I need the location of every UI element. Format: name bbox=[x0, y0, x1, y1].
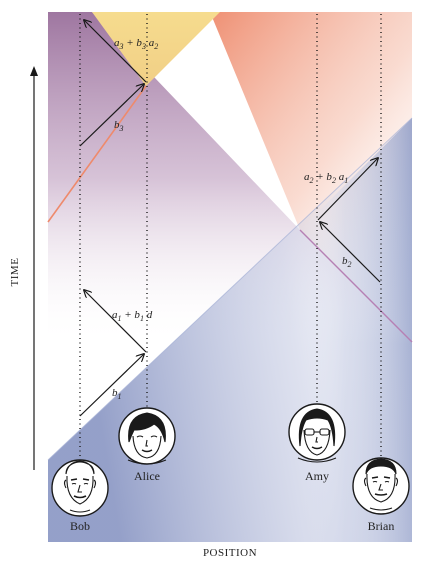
blue-light-ray bbox=[47, 117, 413, 461]
label-a2-b2-a1: a2 + b2 a1 bbox=[304, 171, 348, 185]
brian-face-icon bbox=[363, 458, 399, 511]
person-brian: Brian bbox=[352, 457, 410, 533]
time-axis-label: TIME bbox=[9, 258, 21, 287]
signal-a2-arrow bbox=[317, 158, 378, 221]
time-axis-arrowhead bbox=[30, 66, 38, 76]
light-cone-regions bbox=[47, 12, 413, 542]
person-amy: Amy bbox=[288, 403, 346, 483]
label-b2: b2 bbox=[342, 255, 352, 269]
world-lines bbox=[79, 14, 382, 462]
signals bbox=[79, 20, 381, 417]
amy-face-icon bbox=[297, 408, 337, 463]
signal-b2-arrow bbox=[320, 222, 381, 283]
label-a1-b1-d: a1 + b1 d bbox=[112, 309, 153, 323]
brian-name: Brian bbox=[368, 519, 395, 533]
signal-a1-arrow bbox=[84, 290, 147, 353]
person-alice: Alice bbox=[118, 407, 176, 483]
label-a3-b3-a2: a3 + b3 a2 bbox=[114, 37, 158, 51]
amy-name: Amy bbox=[305, 469, 329, 483]
alice-name: Alice bbox=[134, 469, 160, 483]
label-b1: b1 bbox=[112, 387, 122, 401]
time-axis: TIME bbox=[9, 66, 38, 470]
signal-labels: b1 a1 + b1 d b2 a2 + b2 a1 b3 a3 + b3 a2 bbox=[112, 37, 352, 401]
bob-avatar bbox=[51, 459, 109, 517]
purple-light-ray bbox=[299, 229, 413, 343]
person-bob: Bob bbox=[51, 459, 109, 533]
label-b3: b3 bbox=[114, 119, 124, 133]
orange-light-ray bbox=[47, 85, 147, 223]
bob-face-icon bbox=[63, 460, 97, 513]
yellow-region bbox=[92, 12, 220, 86]
signal-b3-arrow bbox=[79, 84, 144, 147]
alice-face-icon bbox=[127, 412, 167, 465]
signal-a3-arrow bbox=[84, 20, 147, 83]
signal-b1-arrow bbox=[79, 354, 144, 417]
bob-name: Bob bbox=[70, 519, 90, 533]
position-axis-label: POSITION bbox=[203, 547, 257, 559]
